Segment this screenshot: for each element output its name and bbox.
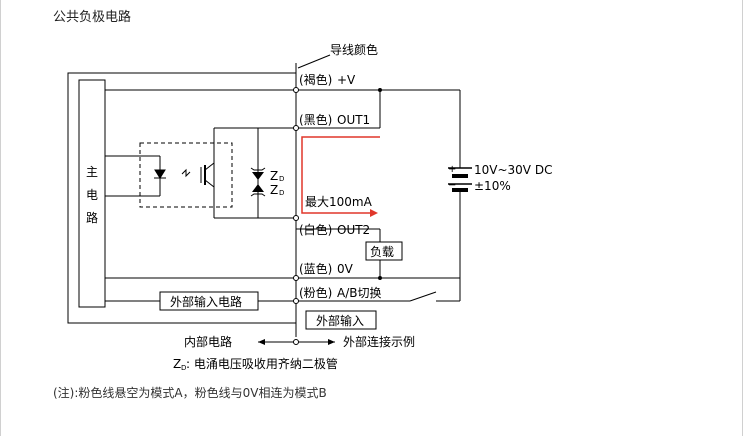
external-input-circuit-box: [159, 291, 259, 311]
wire-brown-color: (褐色): [299, 72, 332, 87]
wire-color-header: 导线颜色: [330, 42, 378, 57]
external-input-label: 外部输入: [316, 313, 364, 328]
main-circuit-char-3: 路: [86, 210, 98, 225]
page-left-border: [0, 0, 1, 436]
power-tolerance: ±10%: [474, 179, 511, 193]
main-circuit-char-1: 主: [86, 165, 98, 179]
zener-label-2: Z: [270, 183, 278, 197]
zener-note-prefix: Z: [173, 357, 181, 371]
load-box: [365, 241, 403, 261]
current-arrow-head: [370, 209, 378, 217]
wire-white-name: OUT2: [337, 223, 370, 237]
sensor-boundary: [67, 72, 297, 324]
zener-note-sub: D: [181, 364, 186, 372]
power-minus: −: [448, 180, 456, 191]
wire-white-color: (白色): [299, 222, 332, 237]
current-label: 最大100mA: [305, 195, 373, 209]
current-arrow: [301, 136, 380, 214]
external-input-box: [305, 310, 377, 330]
main-circuit-char-2: 电: [86, 188, 98, 202]
zener-sub-1: D: [279, 175, 284, 183]
wire-pink-color: (粉色): [299, 286, 332, 300]
wire-black-color: (黑色): [299, 113, 332, 127]
zener-note-text: : 电涌电压吸收用齐纳二极管: [186, 356, 338, 371]
external-example-label: 外部连接示例: [343, 334, 415, 349]
power-plus: +: [448, 164, 456, 175]
load-label: 负载: [370, 245, 394, 259]
wire-blue-name: 0V: [337, 262, 354, 276]
page-right-border: [742, 0, 743, 436]
page-title: 公共负极电路: [53, 10, 132, 25]
power-voltage: 10V~30V DC: [474, 163, 552, 177]
footnote: (注):粉色线悬空为模式A，粉色线与0V相连为模式B: [53, 386, 327, 400]
wire-brown-name: +V: [337, 73, 356, 87]
zener-label-1: Z: [270, 169, 278, 183]
wire-pink-name: A/B切换: [337, 286, 382, 300]
wire-blue-color: (蓝色): [299, 262, 332, 276]
main-circuit-box: [78, 79, 106, 308]
external-input-circuit-label: 外部输入电路: [170, 294, 242, 309]
photocoupler-box: [139, 142, 233, 208]
wire-black-name: OUT1: [337, 113, 370, 127]
zener-sub-2: D: [279, 189, 284, 197]
internal-circuit-label: 内部电路: [184, 334, 232, 349]
